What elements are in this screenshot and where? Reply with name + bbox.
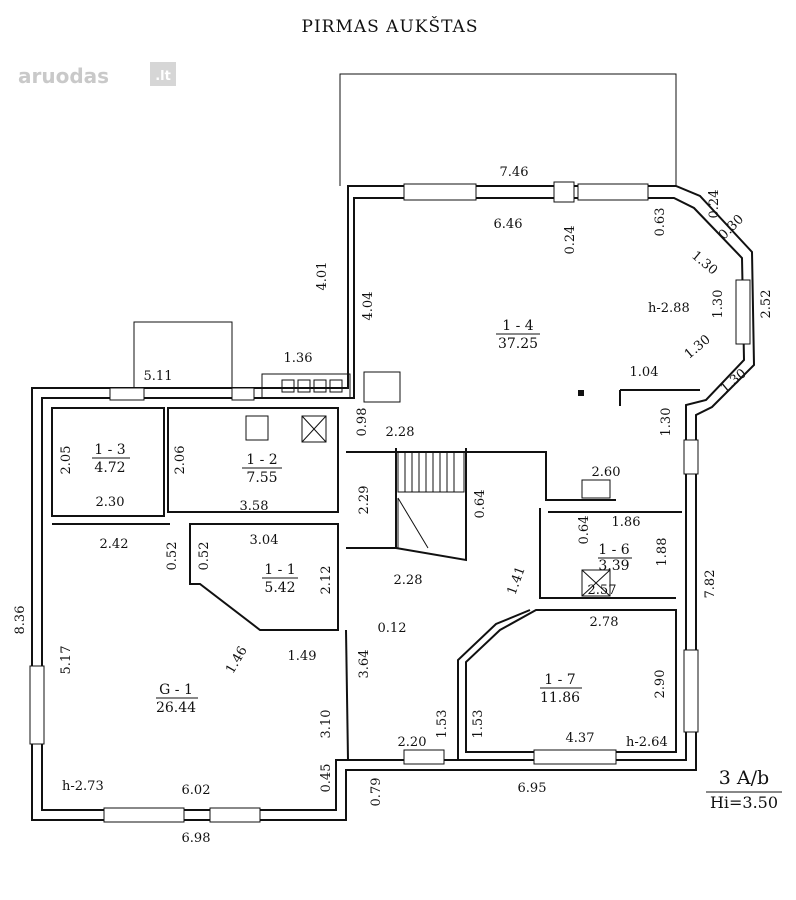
dimension-label: 0.24 [563, 226, 578, 255]
dimension-label: 6.02 [182, 783, 211, 798]
watermark-tld: .lt [155, 69, 171, 84]
dimension-label: 0.64 [473, 490, 488, 519]
dimension-label: 1.30 [659, 408, 674, 437]
svg-text:37.25: 37.25 [498, 336, 538, 352]
dimension-label: 1.30 [682, 332, 714, 362]
outer-walls [31, 185, 756, 821]
room-1-4-label: 1 - 4 37.25 [498, 318, 538, 352]
height-label: h-2.64 [626, 735, 668, 750]
watermark-text: aruodas [18, 64, 109, 88]
watermark-house-icon [150, 62, 176, 86]
dimension-label: 2.29 [357, 486, 372, 515]
terrace-outline [339, 73, 677, 186]
room-g-1-label: G - 1 26.44 [156, 682, 196, 716]
dimension-label: 3.58 [240, 499, 269, 514]
svg-text:5.42: 5.42 [264, 580, 295, 596]
dimension-label: 4.01 [315, 262, 330, 291]
dimension-label: 7.82 [703, 570, 718, 599]
dimension-label: 6.95 [518, 781, 547, 796]
svg-text:4.72: 4.72 [94, 460, 125, 476]
dimension-label: 0.52 [165, 542, 180, 571]
dimension-label: 0.79 [369, 778, 384, 807]
windows [29, 181, 751, 823]
svg-text:3.39: 3.39 [598, 558, 629, 574]
aruodas-watermark-logo: aruodas .lt [18, 62, 176, 88]
dimension-label: 3.04 [250, 533, 279, 548]
dimension-label: 0.98 [355, 408, 370, 437]
dimension-label: 2.28 [386, 425, 415, 440]
svg-text:1 - 3: 1 - 3 [94, 442, 125, 458]
dimension-label: 6.46 [494, 217, 523, 232]
svg-text:26.44: 26.44 [156, 700, 196, 716]
dimension-label: 1.88 [655, 538, 670, 567]
dimension-label: 4.04 [361, 292, 376, 321]
dimension-label: 2.28 [394, 573, 423, 588]
dimension-label: 2.30 [96, 495, 125, 510]
dimension-label: 1.49 [288, 649, 317, 664]
dimension-label: 1.04 [630, 365, 659, 380]
svg-text:1 - 4: 1 - 4 [502, 318, 534, 334]
room-1-1-label: 1 - 1 5.42 [264, 562, 295, 596]
building-stamp: 3 A/b Hi=3.50 [706, 767, 782, 812]
dimension-label: 2.12 [319, 566, 334, 595]
dimension-label: 2.42 [100, 537, 129, 552]
svg-text:1 - 2: 1 - 2 [246, 452, 277, 468]
dimension-label: 1.30 [718, 366, 750, 396]
dimension-label: 2.57 [588, 583, 617, 598]
dimension-label: 3.10 [319, 710, 334, 739]
room-1-2-label: 1 - 2 7.55 [246, 452, 277, 486]
svg-text:11.86: 11.86 [540, 690, 580, 706]
svg-text:1 - 6: 1 - 6 [598, 542, 630, 558]
dimension-label: 2.20 [398, 735, 427, 750]
dimension-label: 6.98 [182, 831, 211, 846]
dimension-label: 4.37 [566, 731, 595, 746]
svg-text:1 - 1: 1 - 1 [264, 562, 295, 578]
svg-text:G - 1: G - 1 [159, 682, 193, 698]
dimension-label: 8.36 [13, 606, 28, 635]
dimension-label: 0.63 [653, 208, 668, 237]
svg-text:7.55: 7.55 [246, 470, 277, 486]
dimension-label: 2.05 [59, 446, 74, 475]
dimension-label: 2.52 [759, 290, 774, 319]
dimension-labels: 7.46 6.46 0.24 0.63 0.24 0.30 1.30 1.30 … [13, 165, 774, 846]
dimension-label: 2.60 [592, 465, 621, 480]
dimension-label: 1.53 [435, 710, 450, 739]
staircase [397, 451, 465, 549]
room-1-7-label: 1 - 7 11.86 [540, 672, 580, 706]
height-label: h-2.88 [648, 301, 690, 316]
height-label: h-2.73 [62, 779, 104, 794]
dimension-label: 1.30 [688, 248, 720, 278]
dimension-label: 2.90 [653, 670, 668, 699]
svg-text:1 - 7: 1 - 7 [544, 672, 575, 688]
dimension-label: 0.45 [319, 764, 334, 793]
svg-text:Hi=3.50: Hi=3.50 [710, 793, 778, 812]
dimension-label: 1.86 [612, 515, 641, 530]
dimension-label: 2.78 [590, 615, 619, 630]
dimension-label: 1.41 [505, 565, 529, 597]
dimension-label: 1.36 [284, 351, 313, 366]
dimension-label: 2.06 [173, 446, 188, 475]
room-1-6-label: 1 - 6 3.39 [598, 542, 630, 574]
dimension-label: 7.46 [500, 165, 529, 180]
dimension-label: 5.17 [59, 646, 74, 675]
dimension-label: 1.53 [471, 710, 486, 739]
dimension-label: 1.30 [711, 290, 726, 319]
dimension-label: 5.11 [144, 369, 173, 384]
dimension-label: 0.64 [577, 516, 592, 545]
svg-text:3 A/b: 3 A/b [719, 767, 769, 789]
room-1-3-label: 1 - 3 4.72 [94, 442, 125, 476]
interior-walls [51, 389, 700, 761]
plan-title: PIRMAS AUKŠTAS [302, 16, 479, 37]
dimension-label: 0.52 [197, 542, 212, 571]
dimension-label: 0.24 [707, 190, 722, 219]
porch-outline [133, 321, 233, 388]
dimension-label: 3.64 [357, 650, 372, 679]
dimension-label: 1.46 [223, 644, 250, 677]
fixtures [245, 371, 611, 597]
dimension-label: 0.12 [378, 621, 407, 636]
